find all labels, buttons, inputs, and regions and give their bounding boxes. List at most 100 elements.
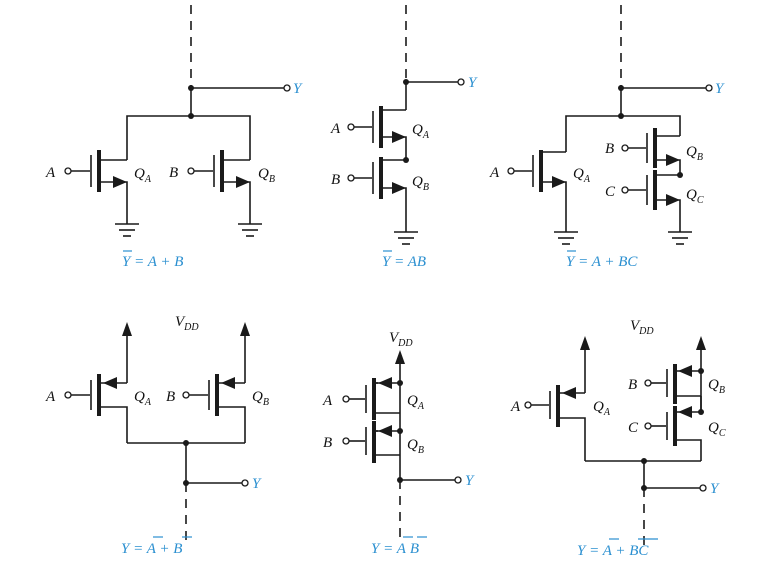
svg-text:Y = AB: Y = AB (371, 541, 419, 557)
source-arrow (103, 377, 117, 389)
circuit-nand-pullup: VDD A QA B QB (322, 330, 475, 557)
svg-text:Y = AB: Y = AB (382, 254, 426, 270)
output-label: Y (465, 473, 475, 489)
input-label-a: A (45, 389, 56, 405)
ground-symbol (238, 210, 262, 237)
pmos-transistor-qb: B QB (166, 322, 269, 443)
source-arrow (392, 182, 406, 194)
output-label: Y (468, 75, 478, 91)
output-terminal (705, 84, 713, 92)
input-label-b: B (166, 389, 175, 405)
nmos-transistor-qa: A QA (489, 150, 591, 225)
svg-text:Y = A + BC: Y = A + BC (566, 254, 638, 270)
nmos-transistor-qc: C QC (605, 170, 704, 225)
pmos-transistor-qc: C QC (628, 396, 726, 461)
pmos-transistor-qb: B QB (628, 364, 725, 404)
equation-c4: Y = A + B (121, 536, 192, 557)
source-arrow (378, 425, 392, 437)
vdd-arrow (395, 350, 405, 364)
input-label-b: B (323, 435, 332, 451)
ground-symbol (554, 225, 578, 245)
input-label-a: A (45, 165, 56, 181)
junction-dot (618, 85, 624, 91)
nmos-transistor-qb: B QB (169, 150, 275, 210)
input-label-b: B (169, 165, 178, 181)
vdd-arrow (580, 336, 590, 350)
equation-c3: Y = A + BC (566, 250, 638, 270)
output-terminal (241, 479, 249, 487)
transistor-label: QB (708, 377, 725, 396)
source-arrow (221, 377, 235, 389)
source-arrow (392, 131, 406, 143)
output-terminal (454, 476, 462, 484)
transistor-label: QA (407, 393, 425, 412)
nmos-transistor-qa: A QA (330, 106, 430, 160)
input-label-a: A (489, 165, 500, 181)
source-arrow (113, 176, 127, 188)
circuit-nor-pulldown: Y A QA B QB (45, 5, 303, 270)
channel-bar (97, 150, 101, 192)
drain-bus (565, 115, 681, 152)
nmos-transistor-qa: A QA (45, 150, 152, 210)
junction-dot (188, 85, 194, 91)
nmos-transistor-qb: B QB (331, 157, 429, 225)
pmos-transistor-qb: B QB (323, 421, 424, 463)
source-arrow (562, 387, 576, 399)
svg-text:Y = A + B: Y = A + B (122, 254, 183, 270)
output-terminal (283, 84, 291, 92)
output-label: Y (252, 476, 262, 492)
equation-c6: Y = A + BC (577, 538, 658, 559)
transistor-label: QA (593, 399, 611, 418)
output-label: Y (293, 81, 303, 97)
source-arrow (678, 406, 692, 418)
source-arrow (666, 194, 680, 206)
output-terminal (457, 78, 465, 86)
parallel-wire (676, 370, 702, 413)
ground-symbol (394, 225, 418, 245)
input-label-b: B (331, 172, 340, 188)
ground-symbol (115, 210, 139, 237)
input-label-b: B (628, 377, 637, 393)
circuit-aoi-pullup: VDD A QA B QB (510, 318, 726, 559)
transistor-label: QB (412, 174, 429, 193)
transistor-label: QA (412, 122, 430, 141)
equation-c1: Y = A + B (122, 250, 183, 270)
vdd-arrow (696, 336, 706, 350)
transistor-label: QB (258, 166, 275, 185)
vdd-arrow (240, 322, 250, 336)
equation-c2: Y = AB (382, 250, 426, 270)
junction-dot (698, 368, 704, 374)
source-arrow (678, 365, 692, 377)
circuit-aoi-pulldown: Y A QA B QB (489, 5, 725, 270)
transistor-label: QA (134, 389, 152, 408)
input-terminal (187, 167, 195, 175)
source-arrow (552, 176, 566, 188)
input-terminal (64, 167, 72, 175)
source-arrow (236, 176, 250, 188)
transistor-label: QA (134, 166, 152, 185)
vdd-label: VDD (175, 314, 199, 333)
circuit-nor-pullup: VDD A QA B QB (45, 314, 269, 557)
channel-bar (220, 150, 224, 192)
output-label: Y (710, 481, 720, 497)
drain-bus (126, 115, 251, 160)
svg-text:Y = A + B: Y = A + B (121, 541, 182, 557)
transistor-label: QB (252, 389, 269, 408)
input-label-c: C (605, 184, 616, 200)
output-terminal (699, 484, 707, 492)
source-arrow (378, 377, 392, 389)
input-label-a: A (510, 399, 521, 415)
svg-text:Y = A + BC: Y = A + BC (577, 543, 649, 559)
input-label-c: C (628, 420, 639, 436)
transistor-label: QB (407, 437, 424, 456)
vdd-label: VDD (389, 330, 413, 349)
circuit-nand-pulldown: Y A QA B QB (330, 5, 478, 270)
input-label-b: B (605, 141, 614, 157)
output-label: Y (715, 81, 725, 97)
pmos-transistor-qa: A QA (45, 322, 152, 443)
input-label-a: A (330, 121, 341, 137)
ground-symbol (668, 225, 692, 245)
source-arrow (666, 154, 680, 166)
